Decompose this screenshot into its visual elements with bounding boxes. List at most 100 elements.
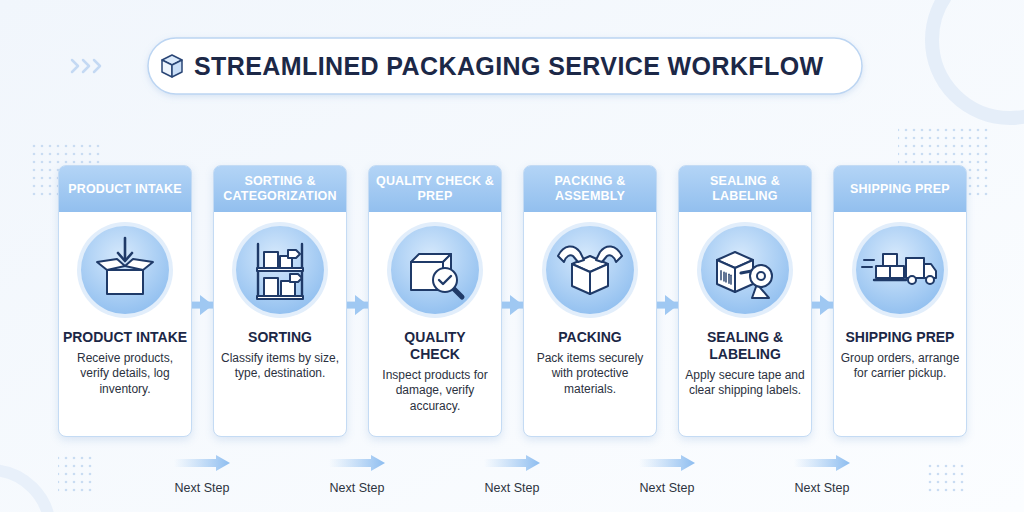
step-title: PACKING xyxy=(527,329,653,346)
icon-part xyxy=(862,260,874,267)
card-body: SORTING Classify items by size, type, des… xyxy=(214,329,346,382)
icon-circle xyxy=(236,226,324,314)
process-card: PACKING & ASSEMBLY PACKING Pack items secu… xyxy=(523,165,657,437)
icon-part xyxy=(908,276,916,284)
icon-part xyxy=(876,266,890,278)
icon-part xyxy=(125,259,153,270)
icon-part xyxy=(454,289,462,297)
flow-arrow xyxy=(347,302,368,309)
step-description: Classify items by size, type, destinatio… xyxy=(219,351,341,382)
step-icon xyxy=(862,254,936,284)
icon-circle xyxy=(81,226,169,314)
icon-part xyxy=(720,271,721,280)
icon-part xyxy=(118,253,132,261)
process-card: SEALING & LABELINGSEALING & LABELINGAppl… xyxy=(678,165,812,437)
icon-part xyxy=(290,274,302,282)
chevrons xyxy=(72,60,100,72)
title-pill xyxy=(148,38,862,94)
icon-part xyxy=(257,268,303,271)
icon-part xyxy=(433,268,457,292)
next-step-label: Next Step xyxy=(152,481,252,496)
step-description: Inspect products for damage, verify accu… xyxy=(374,368,496,415)
card-header-band: SORTING & CATEGORIZATION xyxy=(214,166,346,212)
deco-ring xyxy=(0,470,50,512)
step-title: SEALING & LABELING xyxy=(693,329,797,363)
step-icon xyxy=(411,254,462,297)
icon-part xyxy=(725,273,726,282)
icon-part xyxy=(124,238,127,260)
flow-arrow xyxy=(657,302,678,309)
icon-part xyxy=(264,278,278,296)
step-header: QUALITY CHECK & PREP xyxy=(374,174,496,204)
icon-part xyxy=(258,244,302,298)
icon-part xyxy=(590,264,608,294)
dot-pattern xyxy=(928,462,968,494)
icon-circle xyxy=(391,226,479,314)
card-header-band: QUALITY CHECK & PREP xyxy=(369,166,501,212)
card-header-band: SEALING & LABELING xyxy=(679,166,811,212)
step-icon xyxy=(717,252,772,298)
step-header: SHIPPING PREP xyxy=(850,182,950,197)
step-description: Group orders, arrange for carrier pickup… xyxy=(839,351,961,382)
icon-part xyxy=(890,266,904,278)
icon-part xyxy=(264,252,278,268)
diagram-title: STREAMLINED PACKAGING SERVICE WORKFLOW xyxy=(194,38,854,94)
icon-part xyxy=(757,272,765,280)
icon-part xyxy=(883,254,897,266)
deco-ring xyxy=(932,0,1024,118)
icon-ring xyxy=(232,222,328,318)
step-icon xyxy=(257,244,303,299)
step-icon-badge xyxy=(850,220,950,320)
icon-part xyxy=(906,258,924,278)
icon-ring xyxy=(697,222,793,318)
card-header-band: SHIPPING PREP xyxy=(834,166,966,212)
icon-part xyxy=(596,246,622,262)
next-step-arrows xyxy=(174,455,850,471)
step-description: Pack items securely with protective mate… xyxy=(529,351,651,398)
card-body: SHIPPING PREP Group orders, arrange for c… xyxy=(834,329,966,382)
next-step-label: Next Step xyxy=(462,481,562,496)
process-card: SORTING & CATEGORIZATION SORTING Classify … xyxy=(213,165,347,437)
icon-part xyxy=(107,270,143,294)
dot-pattern xyxy=(58,455,96,493)
icon-part xyxy=(926,276,934,284)
step-icon-badge xyxy=(75,220,175,320)
card-header-band: PRODUCT INTAKE xyxy=(59,166,191,212)
step-icon xyxy=(558,246,622,294)
flow-arrow xyxy=(192,302,213,309)
card-body: QUALITY CHECK Inspect products for damage… xyxy=(369,329,501,414)
icon-part xyxy=(281,281,295,296)
step-title: QUALITY CHECK xyxy=(385,329,485,363)
step-title: PRODUCT INTAKE xyxy=(61,329,189,346)
icon-part xyxy=(874,279,906,281)
icon-part xyxy=(558,246,584,262)
icon-part xyxy=(717,260,735,292)
step-description: Receive products, verify details, log in… xyxy=(64,351,186,398)
step-title: SORTING xyxy=(217,329,343,346)
icon-circle xyxy=(701,226,789,314)
icon-part xyxy=(572,264,590,294)
icon-part xyxy=(730,275,731,284)
icon-part xyxy=(439,276,451,284)
card-body: PRODUCT INTAKE Receive products, verify d… xyxy=(59,329,191,398)
next-step-label: Next Step xyxy=(617,481,717,496)
process-card: SHIPPING PREP SHIPPING PREP Group orders, … xyxy=(833,165,967,437)
step-header: SORTING & CATEGORIZATION xyxy=(219,174,341,204)
icon-circle xyxy=(856,226,944,314)
step-icon-badge xyxy=(385,220,485,320)
icon-part xyxy=(750,265,772,287)
card-body: PACKING Pack items securely with protecti… xyxy=(524,329,656,398)
step-icon xyxy=(97,238,153,294)
icon-part xyxy=(288,250,300,258)
flow-arrow xyxy=(502,302,523,309)
step-icon-badge xyxy=(540,220,640,320)
step-title: SHIPPING PREP xyxy=(837,329,963,346)
card-body: SEALING & LABELINGApply secure tape and … xyxy=(679,329,811,399)
card-header-band: PACKING & ASSEMBLY xyxy=(524,166,656,212)
icon-part xyxy=(97,259,125,270)
step-icon-badge xyxy=(230,220,330,320)
icon-ring xyxy=(387,222,483,318)
icon-ring xyxy=(852,222,948,318)
